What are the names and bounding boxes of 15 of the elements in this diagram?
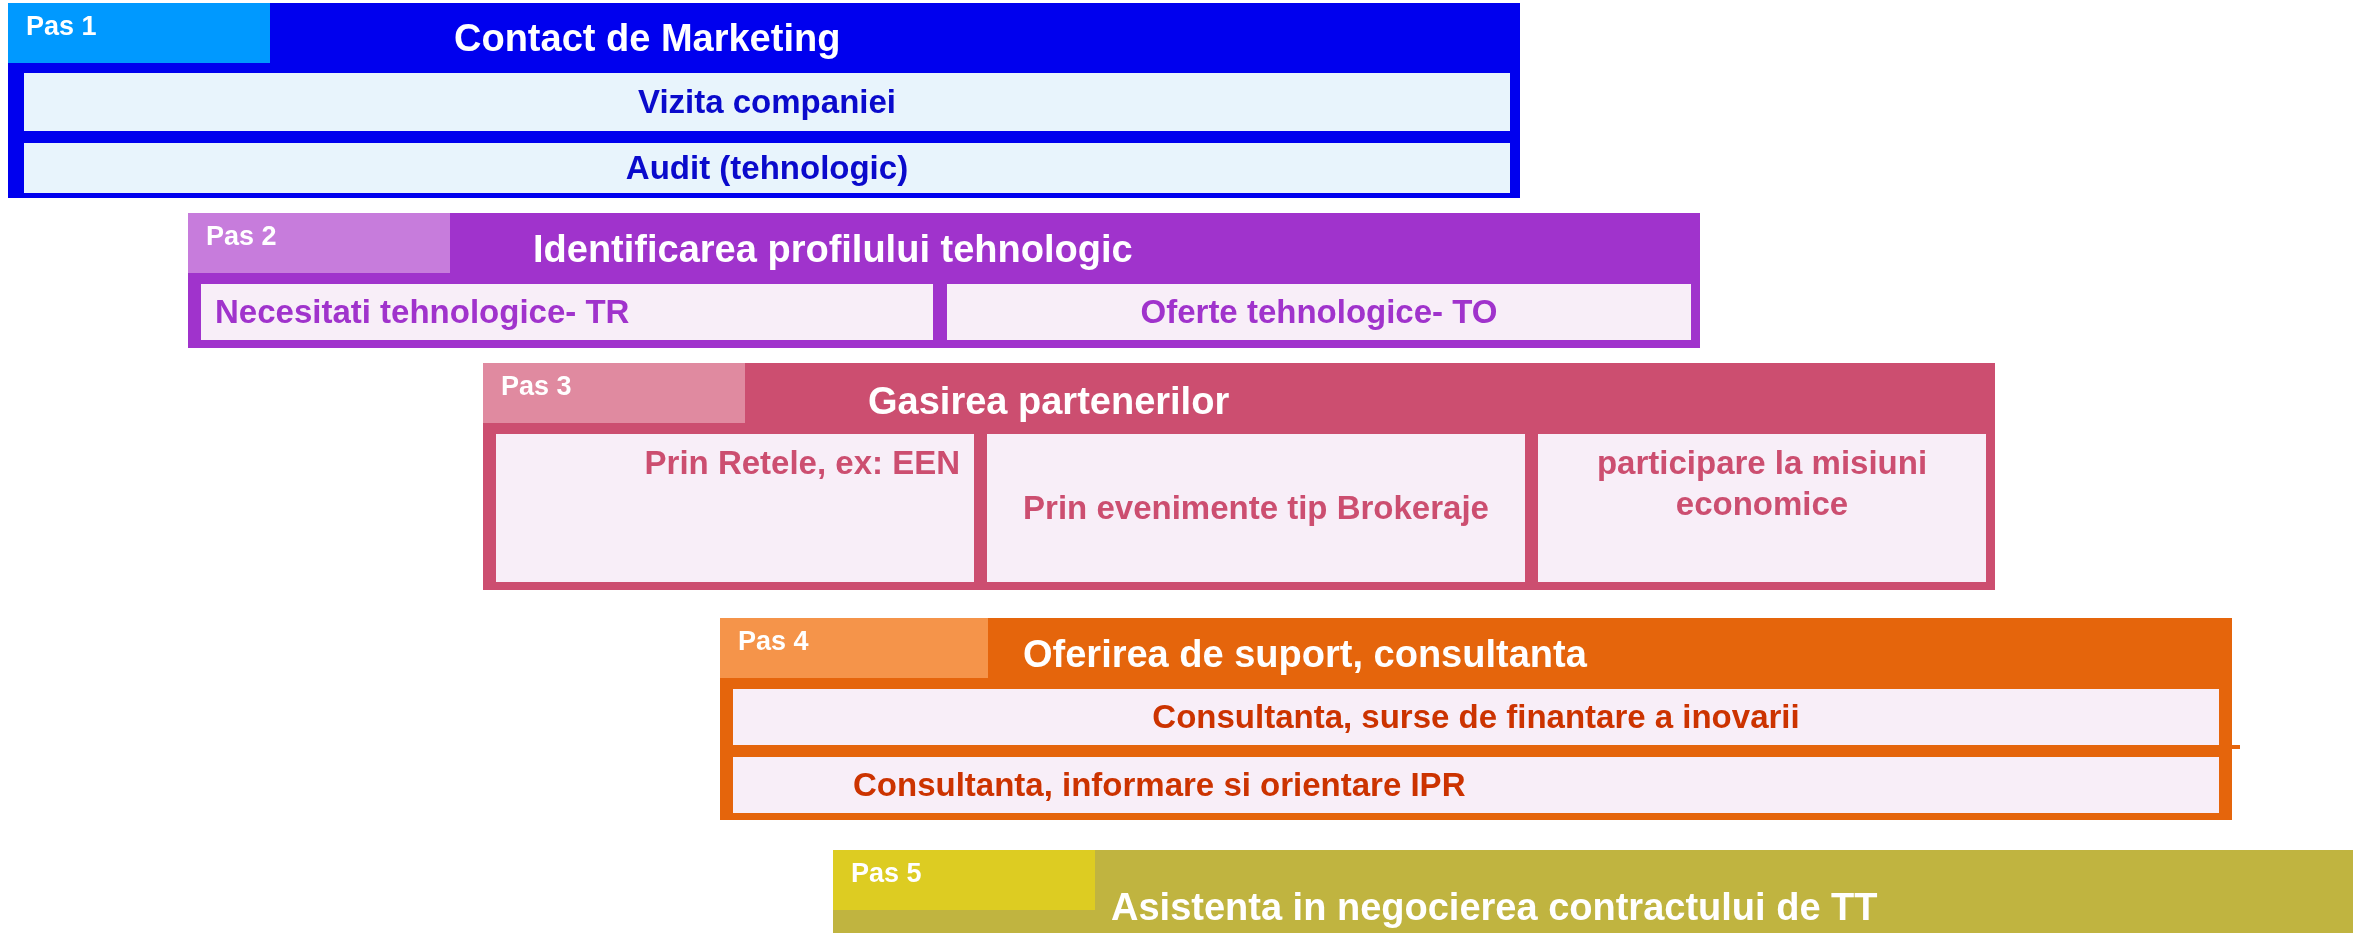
step-tab: Pas 5 xyxy=(833,850,1095,910)
step-title: Contact de Marketing xyxy=(454,17,841,60)
step-tab: Pas 1 xyxy=(8,3,270,63)
step-tab: Pas 3 xyxy=(483,363,745,423)
step-panel xyxy=(833,850,2353,933)
step-panel xyxy=(720,618,2232,820)
step-panel xyxy=(483,363,1995,590)
step-title: Asistenta in negocierea contractului de TT xyxy=(1111,886,1878,929)
step-panel xyxy=(8,3,1520,198)
step-tab: Pas 4 xyxy=(720,618,988,678)
step-title: Oferirea de suport, consultanta xyxy=(1023,633,1587,676)
step-tab: Pas 2 xyxy=(188,213,450,273)
step-panel xyxy=(188,213,1700,348)
step-title: Gasirea partenerilor xyxy=(868,380,1230,423)
step-title: Identificarea profilului tehnologic xyxy=(533,228,1133,271)
